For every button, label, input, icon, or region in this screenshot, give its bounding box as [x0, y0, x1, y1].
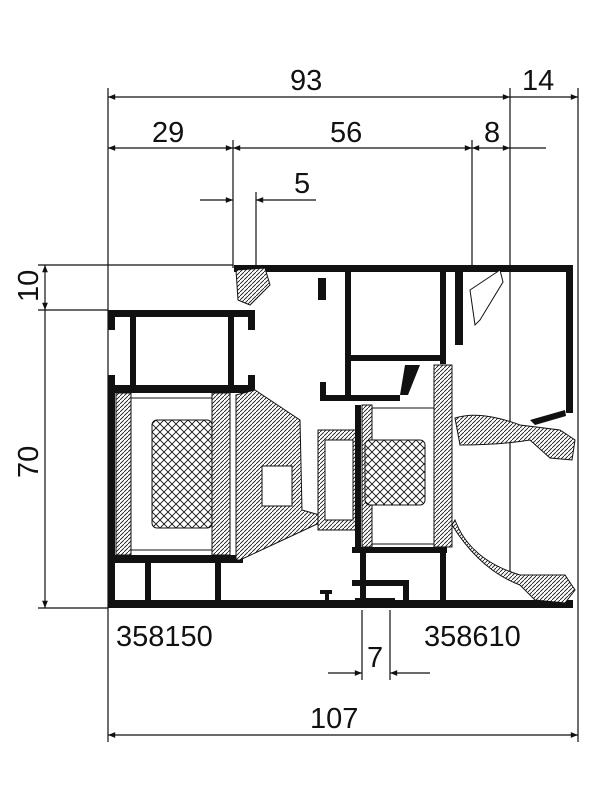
- dim-56: 56: [330, 117, 362, 149]
- frame-profile: [108, 265, 576, 608]
- dim-10: 10: [13, 270, 45, 302]
- dim-29: 29: [152, 117, 184, 149]
- profile-code-right: 358610: [424, 621, 521, 653]
- dim-107: 107: [310, 703, 358, 735]
- dim-14: 14: [522, 65, 554, 97]
- dimension-lines: [42, 94, 578, 738]
- sash-profile-right: [235, 267, 453, 548]
- dim-7: 7: [367, 642, 383, 674]
- sash-profile-left: [108, 310, 332, 608]
- dim-70: 70: [13, 446, 45, 478]
- dim-8: 8: [484, 117, 500, 149]
- dim-5: 5: [294, 168, 310, 200]
- dim-93: 93: [290, 65, 322, 97]
- profile-code-left: 358150: [116, 621, 213, 653]
